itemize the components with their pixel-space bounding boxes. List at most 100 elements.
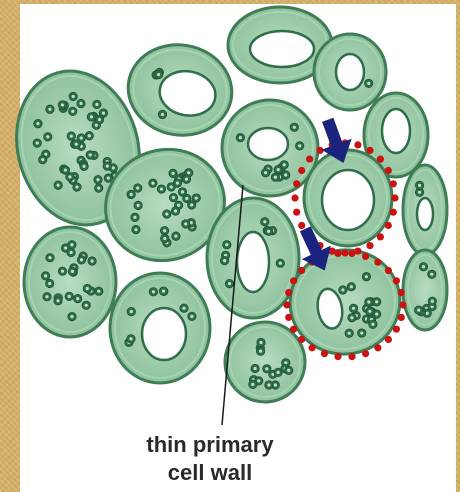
vacuole [250, 31, 314, 67]
chloroplast-center [45, 295, 48, 298]
chloroplast-center [418, 184, 421, 187]
chloroplast-center [56, 299, 59, 302]
annotation-dot [385, 167, 392, 174]
annotation-dot [390, 180, 397, 187]
chloroplast-center [190, 315, 193, 318]
chloroplast-center [91, 259, 94, 262]
vacuole [322, 170, 374, 230]
annotation-dot [306, 156, 313, 163]
chloroplast-center [86, 287, 89, 290]
chloroplast-center [80, 258, 83, 261]
annotation-dot [334, 353, 341, 360]
annotation-dot [362, 350, 369, 357]
annotation-dot [283, 301, 290, 308]
chloroplast-center [283, 163, 286, 166]
cell-wall [225, 322, 305, 402]
vacuole [336, 54, 364, 90]
chloroplast-center [431, 300, 434, 303]
annotation-dot [374, 259, 381, 266]
chloroplast-center [277, 371, 280, 374]
chloroplast-center [152, 290, 155, 293]
vacuole [382, 109, 410, 153]
chloroplast-center [70, 251, 73, 254]
chloroplast-center [70, 243, 73, 246]
annotation-dot [341, 249, 348, 256]
chloroplast-center [257, 379, 260, 382]
annotation-dot [285, 289, 292, 296]
annotation-dot [398, 314, 405, 321]
chloroplast-center [277, 168, 280, 171]
annotation-dot [377, 233, 384, 240]
plant-cell [207, 198, 299, 318]
chloroplast-center [239, 136, 242, 139]
chloroplast-center [71, 270, 74, 273]
annotation-dot [348, 250, 355, 257]
chloroplast-center [130, 310, 133, 313]
vacuole [237, 232, 269, 292]
chloroplast-center [293, 126, 296, 129]
annotation-dot [385, 336, 392, 343]
chloroplast-center [64, 246, 67, 249]
plant-cell [403, 250, 447, 330]
annotation-dot [377, 156, 384, 163]
chloroplast-center [279, 262, 282, 265]
annotation-dot [391, 194, 398, 201]
annotation-dot [290, 277, 297, 284]
chloroplast-center [223, 259, 226, 262]
chloroplast-center [418, 191, 421, 194]
chloroplast-center [426, 312, 429, 315]
annotation-dot [298, 222, 305, 229]
annotation-dot [316, 147, 323, 154]
annotation-dot [390, 209, 397, 216]
vacuole [142, 308, 186, 360]
plant-cell [222, 100, 318, 196]
chloroplast-center [287, 369, 290, 372]
chloroplast-center [422, 265, 425, 268]
plant-cell [110, 273, 210, 383]
annotation-dot [393, 326, 400, 333]
chloroplast-center [251, 383, 254, 386]
chloroplast-center [267, 383, 270, 386]
annotation-dot [399, 301, 406, 308]
annotation-dot [309, 344, 316, 351]
plant-cell [314, 34, 386, 110]
annotation-dot [290, 326, 297, 333]
annotation-dot [334, 250, 341, 257]
chloroplast-center [430, 273, 433, 276]
chloroplast-center [298, 144, 301, 147]
annotation-dot [362, 253, 369, 260]
vacuole [417, 198, 433, 230]
annotation-dot [298, 336, 305, 343]
annotation-dot [385, 267, 392, 274]
annotation-dot [393, 277, 400, 284]
annotation-dot [285, 314, 292, 321]
chloroplast-center [228, 282, 231, 285]
chloroplast-center [265, 367, 268, 370]
annotation-dot [366, 242, 373, 249]
annotation-dot [385, 222, 392, 229]
chloroplast-center [267, 230, 270, 233]
annotation-dot [348, 353, 355, 360]
chloroplast-center [367, 82, 370, 85]
cell-wall [403, 250, 447, 330]
chloroplast-center [129, 337, 132, 340]
chloroplast-center [44, 274, 47, 277]
annotation-dot [298, 167, 305, 174]
chloroplast-center [225, 243, 228, 246]
annotation-dot [321, 350, 328, 357]
chloroplast-center [254, 367, 257, 370]
plant-cell [403, 165, 447, 255]
chloroplast-center [48, 256, 51, 259]
annotation-dot [293, 180, 300, 187]
chloroplast-center [48, 282, 51, 285]
chloroplast-center [76, 297, 79, 300]
annotation-dot [354, 141, 361, 148]
annotation-dot [298, 267, 305, 274]
label-line-1: thin primary [60, 432, 360, 458]
label-line-2: cell wall [60, 460, 360, 486]
chloroplast-center [284, 173, 287, 176]
chloroplast-center [417, 309, 420, 312]
chloroplast-center [274, 176, 277, 179]
plant-cell [24, 227, 116, 337]
